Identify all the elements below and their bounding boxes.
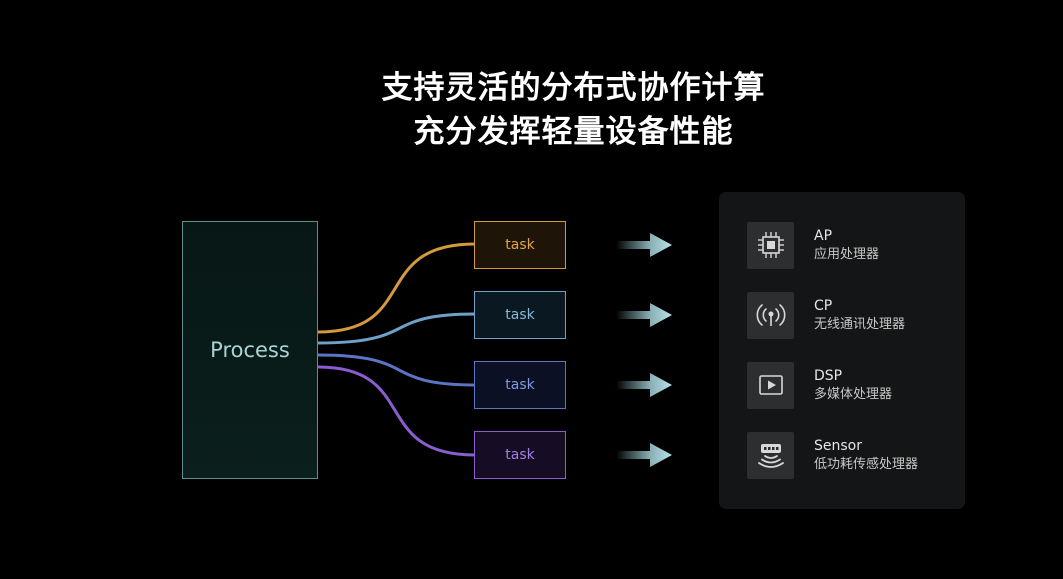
connector-task-3	[317, 353, 476, 387]
processor-item-sensor: Sensor 低功耗传感处理器	[747, 431, 918, 479]
arrow-right-icon	[616, 303, 672, 327]
processor-name: AP	[814, 227, 833, 244]
task-box-4: task	[474, 431, 566, 479]
processor-item-dsp: DSP 多媒体处理器	[747, 361, 892, 409]
processor-name: DSP	[814, 367, 843, 384]
process-block: Process	[182, 221, 318, 479]
processor-item-cp: CP 无线通讯处理器	[747, 291, 905, 339]
processor-item-ap: AP 应用处理器	[747, 221, 879, 269]
connector-task-4	[317, 365, 476, 457]
arrow-right-icon	[616, 443, 672, 467]
connector-task-1	[317, 242, 476, 334]
arrow-right-icon	[616, 373, 672, 397]
play-media-icon	[747, 361, 794, 409]
task-box-2: task	[474, 291, 566, 339]
sensor-wave-icon	[747, 431, 794, 479]
connector-task-2	[317, 312, 476, 345]
wireless-antenna-icon	[747, 291, 794, 339]
headline-line-1: 支持灵活的分布式协作计算	[381, 70, 766, 106]
processor-desc: 多媒体处理器	[814, 386, 893, 402]
processor-name: CP	[814, 297, 833, 314]
processor-desc: 应用处理器	[814, 246, 880, 262]
processor-name: Sensor	[814, 437, 862, 454]
processor-desc: 无线通讯处理器	[814, 316, 906, 332]
arrow-right-icon	[616, 233, 672, 257]
cpu-chip-icon	[747, 221, 794, 269]
task-box-3: task	[474, 361, 566, 409]
process-label: Process	[210, 338, 290, 362]
task-box-1: task	[474, 221, 566, 269]
headline-line-2: 充分发挥轻量设备性能	[413, 114, 734, 150]
processor-desc: 低功耗传感处理器	[814, 456, 919, 472]
